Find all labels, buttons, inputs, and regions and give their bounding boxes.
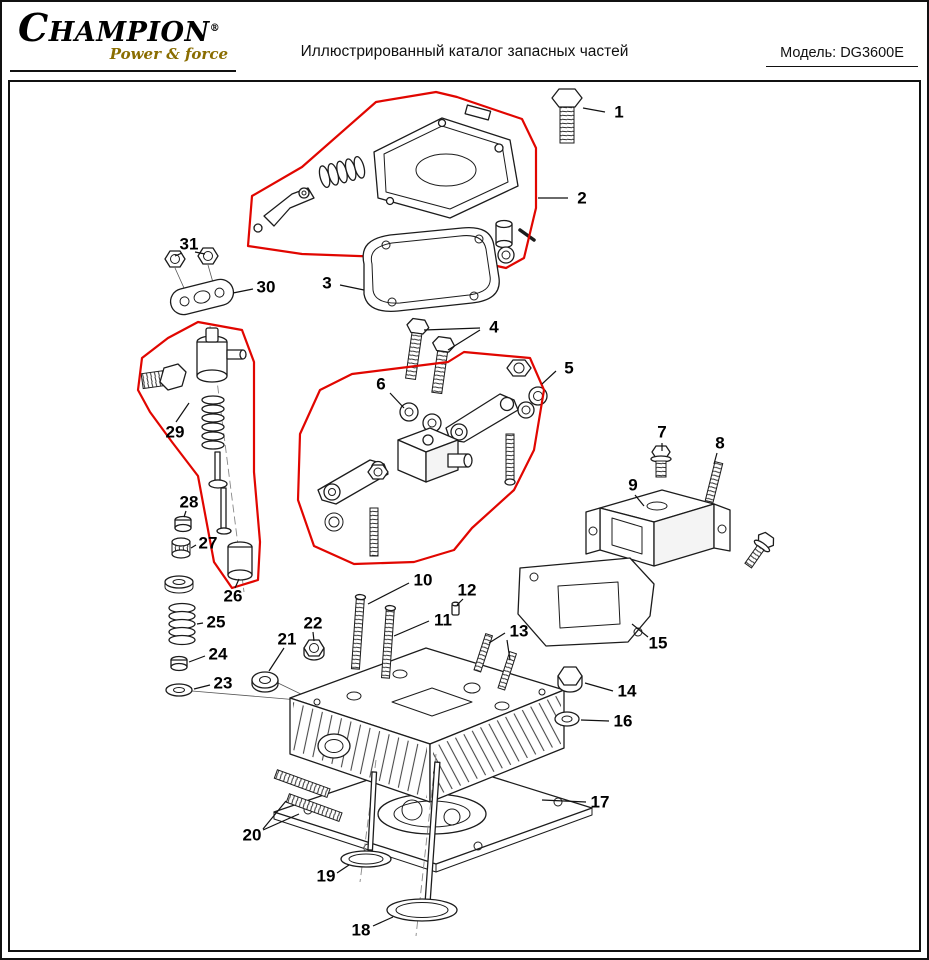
diagram-frame (8, 80, 921, 952)
logo-initial: C (18, 5, 49, 50)
leader-lines (174, 107, 718, 927)
cover-spring (318, 156, 366, 188)
model-label: Модель: DG3600E (766, 45, 918, 67)
part-8-stud (704, 461, 724, 503)
part-29-assembly (140, 327, 253, 581)
part-14-plug (557, 666, 583, 693)
registered-mark-icon: ® (209, 23, 221, 34)
part-13-studs (473, 633, 518, 691)
logo-underline (10, 70, 236, 72)
part-5-nut-lock-washers (506, 359, 548, 419)
part-16-washer (554, 711, 580, 727)
rocker-arm-assembly (317, 393, 519, 557)
part-23-washer (165, 683, 193, 697)
part-3-gasket (362, 226, 500, 312)
part-20-studs (273, 769, 343, 822)
part-26-spring-seat (164, 575, 194, 594)
part-1-bolt (551, 88, 583, 144)
part-28-cap (174, 515, 192, 533)
red-outline-rocker-assembly (296, 350, 546, 566)
part-19-valve (340, 771, 392, 868)
pivot-block (397, 427, 473, 483)
rocker-arm-right (445, 393, 519, 443)
part-25-valve-spring (168, 602, 196, 646)
part-2-valve-cover-assembly (253, 104, 536, 264)
part-6-washers (399, 402, 442, 433)
page-title: Иллюстрированный каталог запасных частей (300, 43, 629, 60)
breather-lever (253, 187, 315, 233)
logo-tagline: Power & force (109, 44, 228, 63)
side-fitting (140, 363, 187, 391)
part-24-retainer (170, 655, 188, 672)
part-15-gasket (517, 557, 655, 647)
part-7-bolt (650, 445, 672, 478)
part-27-bushing (171, 537, 191, 559)
part-18-valve (386, 761, 458, 922)
bracket-bolt (744, 531, 775, 569)
part-22-nut (303, 639, 325, 661)
part-21-washer (251, 671, 279, 693)
spring-29 (201, 395, 225, 450)
part-30-plate (169, 278, 235, 316)
logo-wordmark: CHAMPION® (18, 8, 234, 48)
champion-logo: CHAMPION® Power & force (18, 8, 234, 63)
red-outline-part-29 (136, 320, 262, 590)
part-9-bracket (585, 489, 731, 567)
part-10-11-studs (350, 593, 397, 679)
part-31-nuts (164, 247, 219, 268)
logo-rest: HAMPION (48, 17, 210, 48)
cover-small-parts (495, 219, 536, 264)
